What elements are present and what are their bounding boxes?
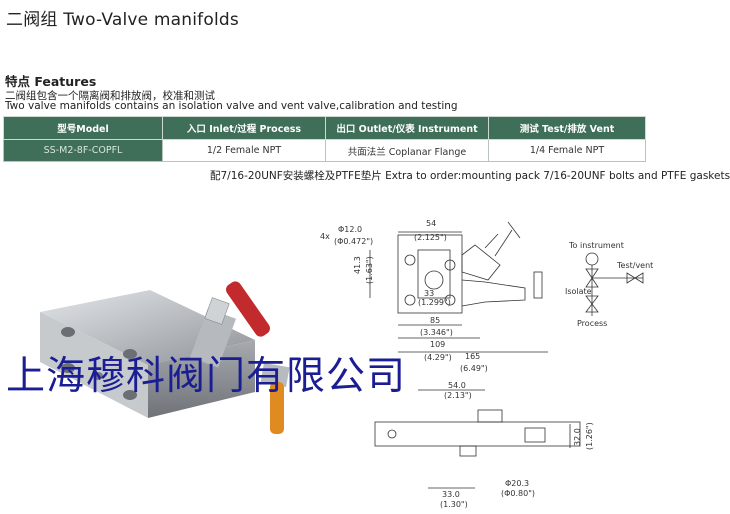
width-109-label: 109 [430,340,445,349]
center-port [424,270,444,290]
side-33-inch-label: (1.30") [440,500,468,509]
cell-inlet: 1/2 Female NPT [162,139,326,162]
to-instrument-label: To instrument [568,241,624,250]
dia-20-label: Φ20.3 [505,479,529,488]
cell-test-vent: 1/4 Female NPT [488,139,646,162]
test-vent-label: Test/vent [616,261,653,270]
bolt-hole [444,294,456,306]
dia-20-inch-label: (Φ0.80") [501,489,535,498]
hole-dia-inch-label: (Φ0.472") [334,237,373,246]
block-side-face [148,340,255,418]
header-test-vent: 测试 Test/排放 Vent [488,116,646,140]
center-33-inch-label: (1.299") [418,298,451,307]
isolate-label: Isolate [565,287,592,296]
cell-outlet: 共面法兰 Coplanar Flange [325,139,489,162]
vent-knob [533,271,543,299]
header-outlet: 出口 Outlet/仪表 Instrument [325,116,489,140]
test-valve-icon [585,268,599,279]
handle-lines [484,221,521,257]
center-33-label: 33 [424,289,434,298]
bolt-hole [123,390,137,400]
bolt-hole [61,327,75,337]
bolt-hole [404,294,416,306]
features-heading: 特点 Features [5,74,97,89]
side-54-label: 54.0 [448,381,466,390]
width-165-inch-label: (6.49") [460,364,488,373]
center-block [417,249,451,299]
side-port [459,445,477,457]
port-hole [93,372,103,380]
side-32-label: 32.0 [573,428,582,446]
side-54-inch-label: (2.13") [444,391,472,400]
valve-schematic: To instrument Test/vent Isolate Process [565,241,653,328]
header-inlet: 入口 Inlet/过程 Process [162,116,326,140]
width-109-inch-label: (4.29") [424,353,452,362]
cell-model: SS-M2-8F-COPFL [3,139,163,162]
table-row: SS-M2-8F-COPFL 1/2 Female NPT 共面法兰 Copla… [3,139,646,162]
height-41-inch-label: (1.63") [365,256,374,284]
width-54-inch-label: (2.125") [414,233,447,242]
features-line-en: Two valve manifolds contains an isolatio… [5,100,458,112]
width-85-inch-label: (3.346") [420,328,453,337]
block-front-face [40,312,148,418]
width-54-label: 54 [426,219,436,228]
orange-handle [270,382,284,434]
vent-valve-icon [626,272,636,284]
bolt-hole [404,254,416,266]
process-label: Process [577,319,607,328]
header-model: 型号Model [3,116,163,140]
instrument-gauge-icon [585,252,599,266]
vent-branch [461,279,526,307]
bolt-hole [123,349,137,359]
valve-bonnet [190,308,236,368]
side-vent [524,427,546,443]
bolt-hole [444,259,456,271]
mounting-note: 配7/16-20UNF安装螺栓及PTFE垫片 Extra to order:mo… [210,170,730,182]
company-watermark: 上海穆科阀门有限公司 [6,354,407,399]
spec-header-row: 型号Model 入口 Inlet/过程 Process 出口 Outlet/仪表… [3,116,646,140]
flange-outline [397,234,463,314]
dimension-drawing: 4x Φ12.0 (Φ0.472") 54 (2.125") 41.3 (1.6… [320,219,594,509]
features-line-cn: 二阀组包含一个隔离阀和排放阀，校准和测试 [5,90,215,102]
spec-table: 型号Model 入口 Inlet/过程 Process 出口 Outlet/仪表… [3,116,646,162]
valve-body-top [461,244,501,281]
manifold-photo [40,281,290,434]
red-handle [226,281,270,337]
hole-count-label: 4x [320,232,330,241]
width-85-label: 85 [430,316,440,325]
width-165-label: 165 [465,352,480,361]
page-title: 二阀组 Two-Valve manifolds [6,10,239,30]
side-33-label: 33.0 [442,490,460,499]
height-41-label: 41.3 [353,256,362,274]
side-valve-top [477,409,503,423]
valve-stem [204,297,230,325]
bolt-hole [61,363,75,373]
side-view-body [374,421,581,447]
side-32-inch-label: (1.26") [585,422,594,450]
vent-bonnet [260,362,290,388]
hole-dia-label: Φ12.0 [338,225,362,234]
side-hole [387,429,397,439]
isolate-valve-icon [585,295,599,305]
